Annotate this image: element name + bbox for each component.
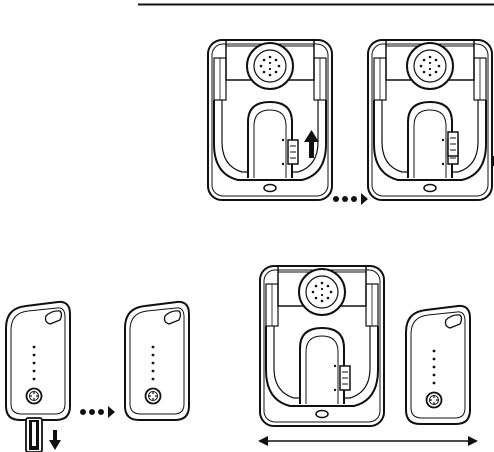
pull-tab [26, 418, 42, 452]
remote-fob [406, 306, 470, 424]
base-unit-after [368, 40, 494, 200]
dots-arrow-icon [80, 406, 115, 418]
base-unit-before [208, 40, 332, 200]
base-unit [260, 266, 384, 426]
remote-with-pull-tab [6, 302, 70, 452]
dots-arrow-icon [333, 193, 368, 205]
down-arrow-icon [49, 430, 61, 450]
base-unit-with-remote-pair [258, 266, 478, 446]
double-arrow-icon [258, 436, 478, 446]
remote-tab-removed [125, 302, 189, 420]
